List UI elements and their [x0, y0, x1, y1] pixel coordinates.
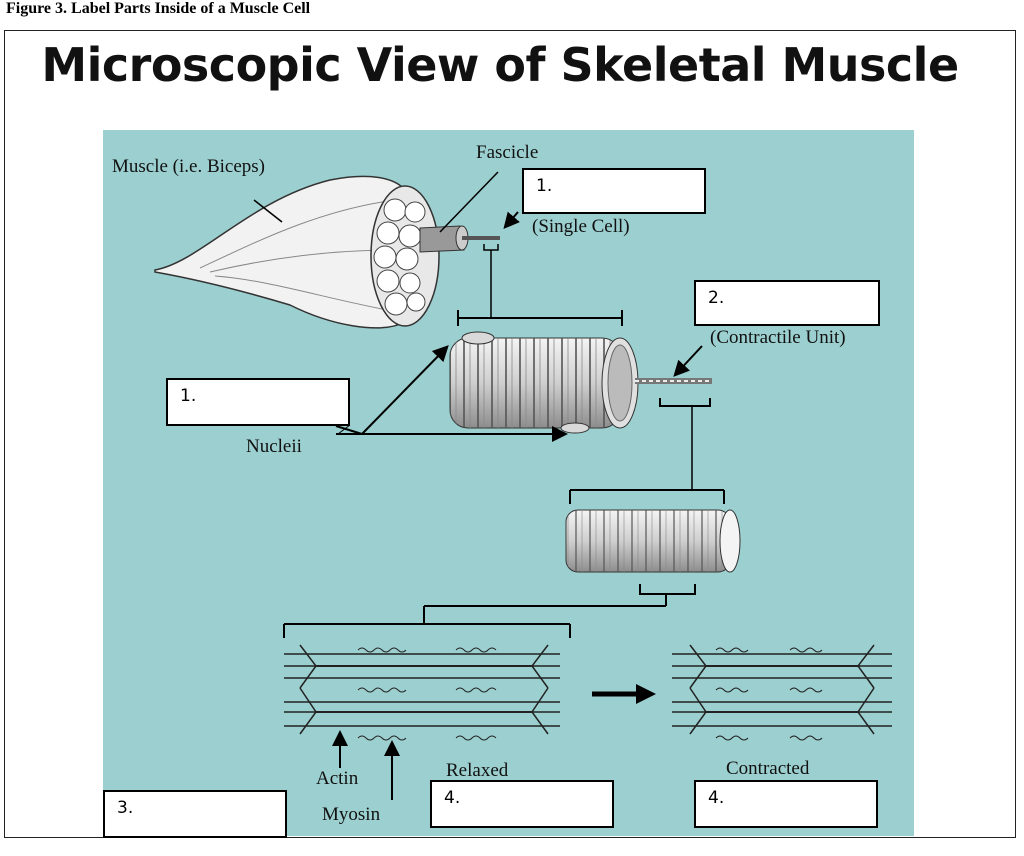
figure-caption: Figure 3. Label Parts Inside of a Muscle…: [6, 0, 311, 17]
label-fascicle: Fascicle: [476, 142, 539, 163]
answer-box-3[interactable]: 3.: [103, 790, 287, 838]
answer-box-4-relaxed[interactable]: 4.: [430, 780, 614, 828]
label-nuclei: Nucleii: [246, 436, 302, 457]
transition-arrow: [592, 684, 656, 704]
label-myosin: Myosin: [322, 804, 381, 825]
label-contractile-unit: (Contractile Unit): [710, 327, 846, 348]
label-actin: Actin: [316, 768, 359, 789]
label-muscle: Muscle (i.e. Biceps): [112, 156, 266, 177]
sarcomere-contracted-illustration: [672, 644, 892, 741]
figure-title: Microscopic View of Skeletal Muscle: [41, 38, 959, 92]
muscle-fiber-illustration: [335, 331, 712, 490]
label-single-cell: (Single Cell): [532, 216, 630, 237]
myofibril-illustration: [283, 489, 741, 638]
answer-box-1-cell[interactable]: 1.: [522, 168, 706, 214]
label-contracted: Contracted: [726, 758, 810, 779]
muscle-illustration: [154, 171, 623, 329]
answer-box-1-nuclei[interactable]: 1.: [166, 378, 350, 426]
answer-box-2-sarcomere[interactable]: 2.: [694, 280, 880, 326]
sarcomere-relaxed-illustration: [284, 644, 560, 800]
answer-box-4-contracted[interactable]: 4.: [694, 780, 878, 828]
label-relaxed: Relaxed: [446, 760, 509, 781]
